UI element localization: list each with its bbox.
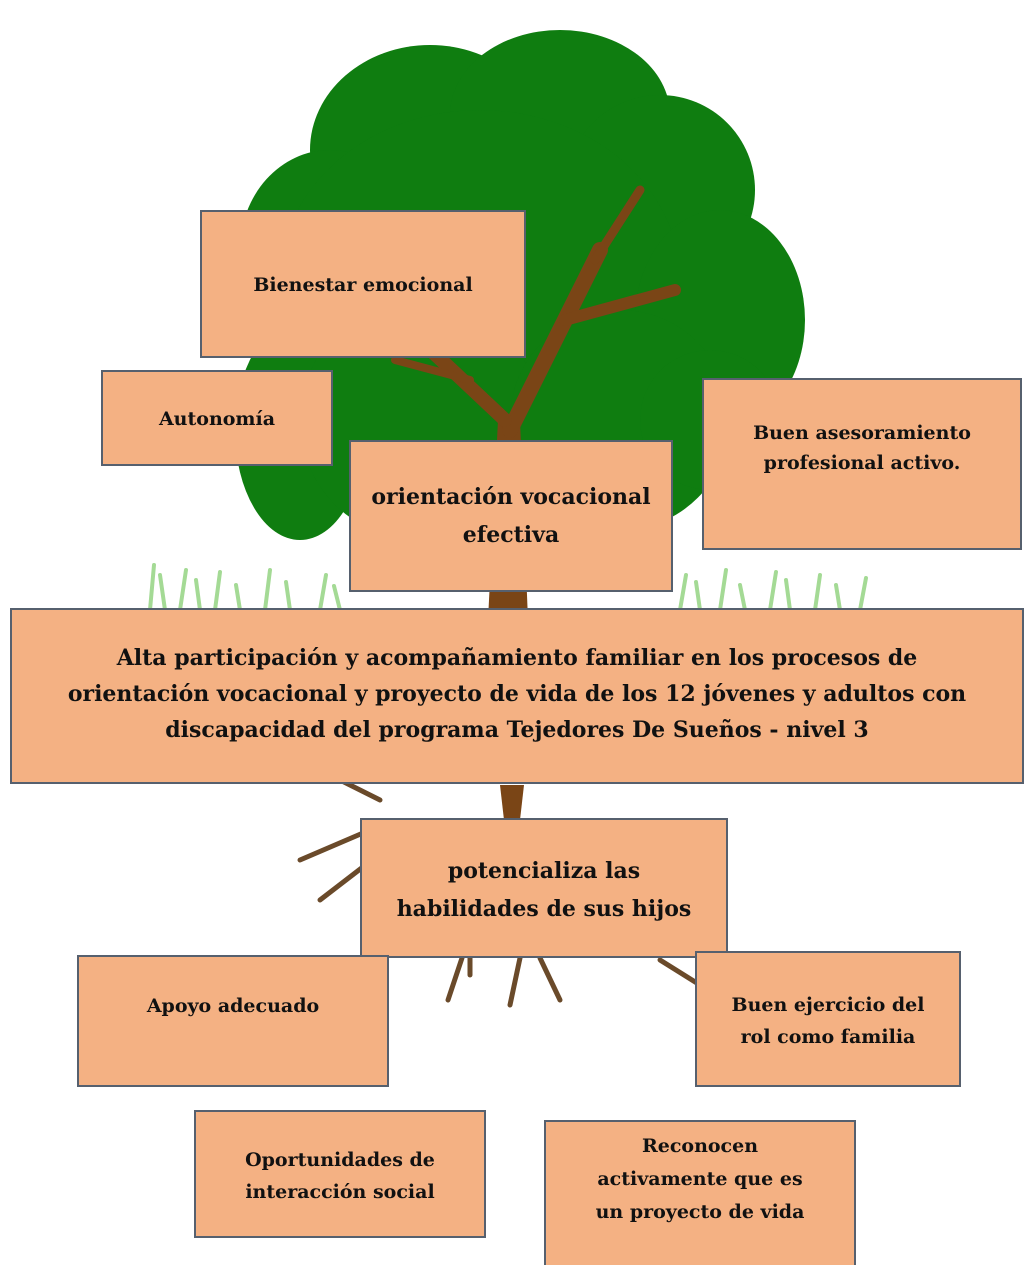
box-bienestar-text: Bienestar emocional: [253, 274, 473, 296]
box-central-text: Alta participación y acompañamiento fami…: [67, 645, 967, 743]
box-apoyo-adecuado: Apoyo adecuado: [77, 955, 389, 1087]
box-apoyo-text: Apoyo adecuado: [146, 995, 320, 1017]
box-orientacion-text: orientación vocacional efectiva: [371, 484, 651, 548]
box-autonomia-text: Autonomía: [158, 408, 276, 430]
box-autonomia: Autonomía: [101, 370, 333, 466]
box-oportunidades-text: Oportunidades de interacción social: [245, 1149, 435, 1203]
box-potencializa-text: potencializa las habilidades de sus hijo…: [396, 858, 692, 922]
box-buen-ejercicio-rol: Buen ejercicio del rol como familia: [695, 951, 961, 1087]
box-buen-asesoramiento: Buen asesoramiento profesional activo.: [702, 378, 1022, 550]
box-orientacion-vocacional: orientación vocacional efectiva: [349, 440, 673, 592]
box-oportunidades-interaccion: Oportunidades de interacción social: [194, 1110, 486, 1238]
box-bienestar-emocional: Bienestar emocional: [200, 210, 526, 358]
box-asesoramiento-text: Buen asesoramiento profesional activo.: [753, 422, 971, 474]
box-reconocen-proyecto: Reconocen activamente que es un proyecto…: [544, 1120, 856, 1265]
box-potencializa-habilidades: potencializa las habilidades de sus hijo…: [360, 818, 728, 958]
box-reconocen-text: Reconocen activamente que es un proyecto…: [595, 1135, 805, 1223]
box-central-problem: Alta participación y acompañamiento fami…: [10, 608, 1024, 784]
grass: [148, 563, 868, 612]
box-buen-ejercicio-text: Buen ejercicio del rol como familia: [731, 994, 925, 1048]
